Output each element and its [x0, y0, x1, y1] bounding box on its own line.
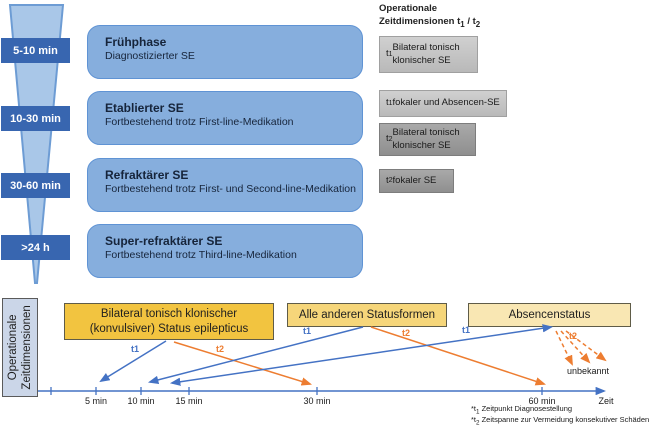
unknown-label: unbekannt	[567, 366, 610, 376]
footnote-t1: *t1 Zeitpunkt Diagnosestellung	[471, 404, 573, 416]
tick-label: 30 min	[303, 396, 331, 406]
phase-title: Super-refraktärer SE	[105, 234, 223, 248]
arrow-label-t1: t1	[303, 326, 312, 336]
status-box: Bilateral tonisch klonischer (konvulsive…	[64, 303, 274, 340]
status-box: Alle anderen Statusformen	[287, 303, 447, 327]
phase-subtitle: Fortbestehend trotz First- und Second-li…	[105, 183, 356, 195]
dimensions-heading-line1: Operationale	[379, 3, 438, 14]
status-box: Absencenstatus	[468, 303, 631, 327]
arrow-label-t1: t1	[462, 325, 471, 335]
funnel-band: 30-60 min	[1, 173, 70, 198]
phase-title: Etablierter SE	[105, 101, 184, 115]
vertical-axis-label-line2: Zeitdimensionen	[21, 305, 34, 390]
tick-label: 60 min	[528, 396, 556, 406]
phase-title: Frühphase	[105, 35, 167, 49]
arrow-label-t2: t2	[569, 331, 578, 341]
funnel-band: >24 h	[1, 235, 70, 260]
phase-subtitle: Fortbestehend trotz Third-line-Medikatio…	[105, 249, 297, 261]
tick-label: 5 min	[84, 396, 108, 406]
vertical-axis-label-line1: Operationale	[6, 314, 19, 381]
phase-subtitle: Fortbestehend trotz First-line-Medikatio…	[105, 116, 294, 128]
tick-label: 10 min	[127, 396, 155, 406]
phase-subtitle: Diagnostizierter SE	[105, 50, 195, 62]
footnote-t2: *t2 Zeitspanne zur Vermeidung konsekutiv…	[471, 415, 650, 427]
phase-title: Refraktärer SE	[105, 168, 189, 182]
arrow-label-t2: t2	[216, 344, 225, 354]
dimensions-heading: Operationale Zeitdimensionen t1 / t2	[379, 3, 539, 30]
funnel-band: 5-10 min	[1, 38, 70, 63]
axis-end-label: Zeit	[598, 396, 614, 406]
tick-label: 15 min	[175, 396, 203, 406]
dimensions-heading-line2: Zeitdimensionen t1 / t2	[379, 15, 481, 29]
arrow-label-t2: t2	[402, 328, 411, 338]
funnel-band: 10-30 min	[1, 106, 70, 131]
arrow-label-t1: t1	[131, 344, 140, 354]
vertical-axis-label: Operationale Zeitdimensionen	[2, 298, 38, 397]
